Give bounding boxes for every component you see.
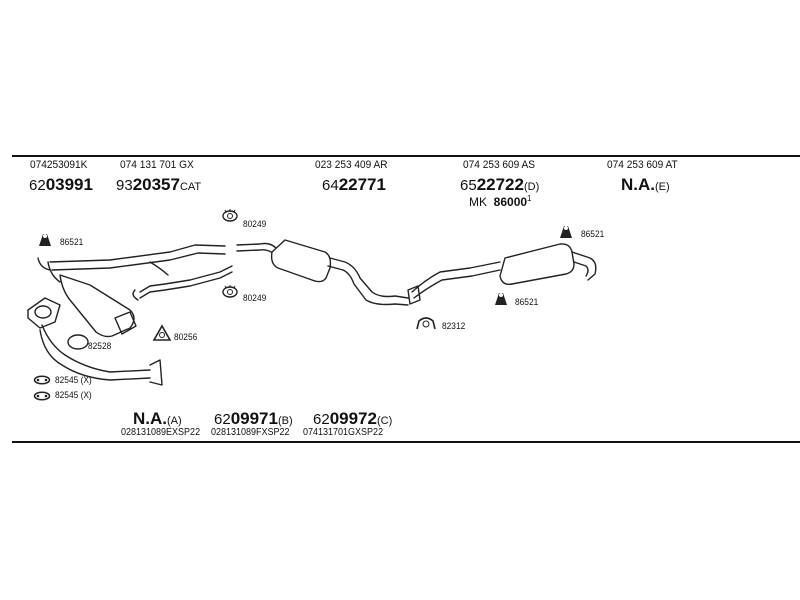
hanger-icon [495, 293, 507, 305]
bottom-part-number-1: N.A.(A) [133, 410, 182, 427]
rubber-mount-icon [33, 375, 51, 385]
part-main: N.A. [621, 175, 655, 194]
hanger-icon [560, 226, 572, 238]
rubber-mount-icon [33, 391, 51, 401]
gasket-icon [222, 209, 238, 222]
oe-number-4: 074 253 609 AS [463, 159, 536, 171]
rear-pipe [411, 261, 501, 293]
part-label-80249: 80249 [243, 293, 267, 304]
part-label-82545: 82545 (X) [55, 375, 92, 386]
middle-muffler [270, 239, 332, 283]
oe-number-5: 074 253 609 AT [607, 159, 678, 171]
catalytic-converter [59, 274, 135, 338]
mid-pipe-outlet-2 [327, 265, 409, 306]
part-prefix: 65 [460, 177, 477, 194]
bottom-part-number-2: 6209971(B) [214, 410, 293, 427]
oe-number-2: 074 131 701 GX [120, 159, 194, 171]
part-number-4: 6522722(D) [460, 176, 539, 193]
part-main: 09972 [329, 409, 377, 428]
part-number-5: N.A.(E) [621, 176, 670, 193]
hanger-icon [39, 234, 51, 246]
rear-pipe-2 [413, 269, 501, 299]
bottom-rule [12, 441, 800, 443]
mid-pipe-outlet [329, 257, 409, 299]
rear-link-pipe-2 [139, 271, 233, 299]
mk-label: MK [469, 195, 487, 209]
part-main: 09971 [230, 409, 278, 428]
part-main: 20357 [132, 175, 180, 194]
mk-sup: 1 [527, 194, 532, 203]
bottom-part-number-3: 6209972(C) [313, 410, 392, 427]
part-number-2: 9320357CAT [116, 176, 201, 193]
clamp-ring [67, 334, 89, 350]
center-pipe [49, 244, 226, 263]
part-suffix: (D) [523, 181, 540, 193]
manifold-port [34, 305, 52, 319]
oe-number-3: 023 253 409 AR [315, 159, 388, 171]
cat-outlet-flange [114, 311, 137, 335]
part-label-80256: 80256 [174, 332, 198, 343]
part-main: 22771 [338, 175, 386, 194]
part-number-3: 6422771 [322, 176, 386, 193]
oe-number-1: 074253091K [30, 159, 88, 171]
part-prefix: 62 [29, 177, 46, 194]
part-prefix: 62 [214, 411, 231, 428]
part-suffix: (E) [655, 181, 670, 193]
gasket-icon [222, 285, 238, 298]
part-label-82528: 82528 [88, 341, 112, 352]
manifold-flange [27, 297, 61, 329]
part-label-80249: 80249 [243, 219, 267, 230]
part-suffix: (B) [277, 415, 293, 427]
center-pipe-lower [51, 252, 226, 271]
rear-muffler [499, 243, 575, 286]
rear-link-bend [132, 289, 139, 301]
part-suffix: (A) [167, 415, 182, 427]
part-number-1: 6203991 [29, 176, 93, 193]
downpipe-1 [41, 324, 151, 373]
part-prefix: 62 [313, 411, 330, 428]
part-main: 03991 [45, 175, 93, 194]
part-prefix: 93 [116, 177, 133, 194]
part-main: N.A. [133, 409, 167, 428]
bottom-ref-1: 028131089EXSP22 [121, 427, 201, 438]
pipe-branch [149, 261, 169, 276]
cat-inlet-pipe [47, 261, 61, 283]
part-main: 22722 [476, 175, 524, 194]
rear-link-pipe [139, 265, 233, 293]
downpipe-3 [149, 359, 163, 386]
part-label-86521: 86521 [581, 229, 605, 240]
part-suffix: CAT [179, 181, 202, 193]
part-label-82312: 82312 [442, 321, 466, 332]
downpipe-2 [39, 329, 151, 381]
tailpipe [571, 251, 597, 281]
part-label-86521: 86521 [515, 297, 539, 308]
mid-pipe-inlet [236, 242, 277, 249]
bottom-ref-2: 028131089FXSP22 [211, 427, 290, 438]
mk-kit: MK 860001 [469, 194, 532, 209]
bottom-ref-3: 074131701GXSP22 [303, 427, 384, 438]
clamp-icon [416, 317, 436, 330]
top-rule [12, 155, 800, 157]
pipe-hook [37, 257, 51, 271]
mid-pipe-inlet-2 [236, 249, 275, 255]
triangle-gasket-icon [152, 324, 172, 341]
part-suffix: (C) [376, 415, 393, 427]
mk-number: 86000 [493, 195, 528, 209]
rear-pipe-flange [407, 285, 421, 305]
tailpipe-2 [573, 261, 589, 277]
part-label-82545: 82545 (X) [55, 390, 92, 401]
part-label-86521: 86521 [60, 237, 84, 248]
part-prefix: 64 [322, 177, 339, 194]
